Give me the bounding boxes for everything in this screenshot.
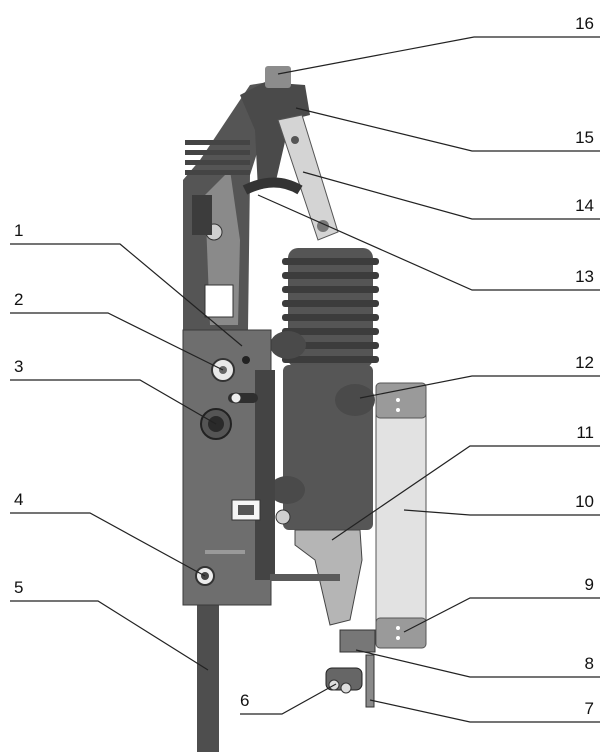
callout-16: 16	[575, 14, 594, 33]
cable-connector	[325, 667, 363, 694]
callout-2: 2	[14, 290, 24, 309]
leader-9	[403, 597, 600, 633]
leader-10	[403, 509, 600, 516]
callout-10: 10	[575, 492, 594, 511]
top-arm	[240, 82, 310, 190]
leader-3	[10, 379, 217, 425]
callout-9: 9	[584, 575, 594, 594]
leader-4	[10, 512, 206, 577]
bottom-bracket	[365, 654, 375, 708]
callout-15: 15	[575, 128, 594, 147]
leader-7	[369, 699, 600, 723]
leader-15	[295, 107, 600, 152]
mounting-arm	[197, 585, 219, 752]
callout-11: 11	[576, 423, 594, 442]
cylinder-bottom-cap	[375, 617, 427, 649]
callout-4: 4	[14, 490, 24, 509]
cylinder-top-cap	[375, 382, 427, 419]
callout-8: 8	[584, 654, 594, 673]
frame-window	[204, 284, 234, 318]
leader-13	[257, 194, 600, 291]
callout-12: 12	[575, 353, 594, 372]
leader-2	[10, 312, 224, 371]
top-terminal	[265, 66, 291, 88]
callout-7: 7	[584, 699, 594, 718]
leader-1	[10, 243, 243, 347]
bellows	[282, 248, 379, 368]
leader-6	[240, 683, 337, 715]
connecting-link	[277, 114, 339, 241]
leader-12	[359, 375, 600, 399]
callout-13: 13	[575, 267, 594, 286]
cylinder	[375, 384, 427, 646]
leader-8	[355, 649, 600, 678]
leader-14	[302, 171, 600, 220]
leader-16	[277, 36, 600, 75]
callout-5: 5	[14, 578, 24, 597]
callout-6: 6	[240, 691, 250, 710]
callout-1: 1	[14, 221, 24, 240]
callout-14: 14	[575, 196, 594, 215]
lower-clamp	[339, 629, 376, 653]
leader-11	[331, 445, 600, 541]
frame-ribs	[185, 140, 250, 175]
leader-5	[10, 600, 209, 671]
callout-3: 3	[14, 357, 24, 376]
